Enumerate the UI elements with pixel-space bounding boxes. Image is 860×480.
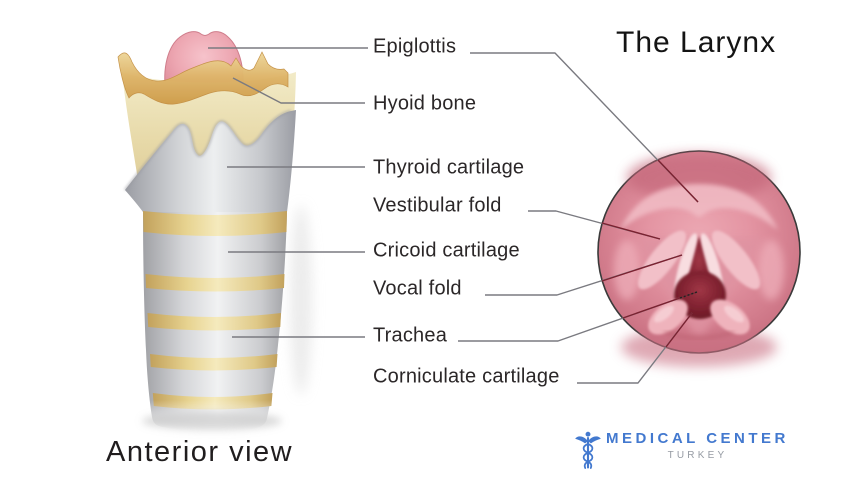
anterior-view-caption: Anterior view [106,436,294,468]
page-title: The Larynx [616,26,777,59]
vestibular-fold-left-shape [637,230,687,290]
label-thyroid-cartilage: Thyroid cartilage [373,156,525,179]
leader-lines-inner [601,159,699,348]
endoscopic-view [597,150,801,367]
label-vocal-fold: Vocal fold [373,277,462,300]
anterior-view-illustration [117,31,312,436]
label-vestibular-fold: Vestibular fold [373,194,502,217]
logo-title: MEDICAL CENTER [606,430,789,447]
caduceus-icon [575,431,601,469]
label-epiglottis: Epiglottis [373,35,457,58]
thyroid-cartilage-shape [125,110,296,212]
leader-epiglottis-right [470,52,699,203]
leader-hyoid-bone [232,77,365,104]
label-hyoid-bone: Hyoid bone [373,92,477,115]
epiglottis-rim-shape [620,184,778,230]
brand-logo: MEDICAL CENTER TURKEY [574,430,789,472]
logo-subtitle: TURKEY [667,450,728,461]
label-cricoid-cartilage: Cricoid cartilage [373,239,520,262]
label-corniculate-cartilage: Corniculate cartilage [373,365,560,388]
vestibular-fold-right-shape [711,230,761,290]
label-trachea: Trachea [373,324,448,347]
hyoid-bone-shape [117,51,289,105]
